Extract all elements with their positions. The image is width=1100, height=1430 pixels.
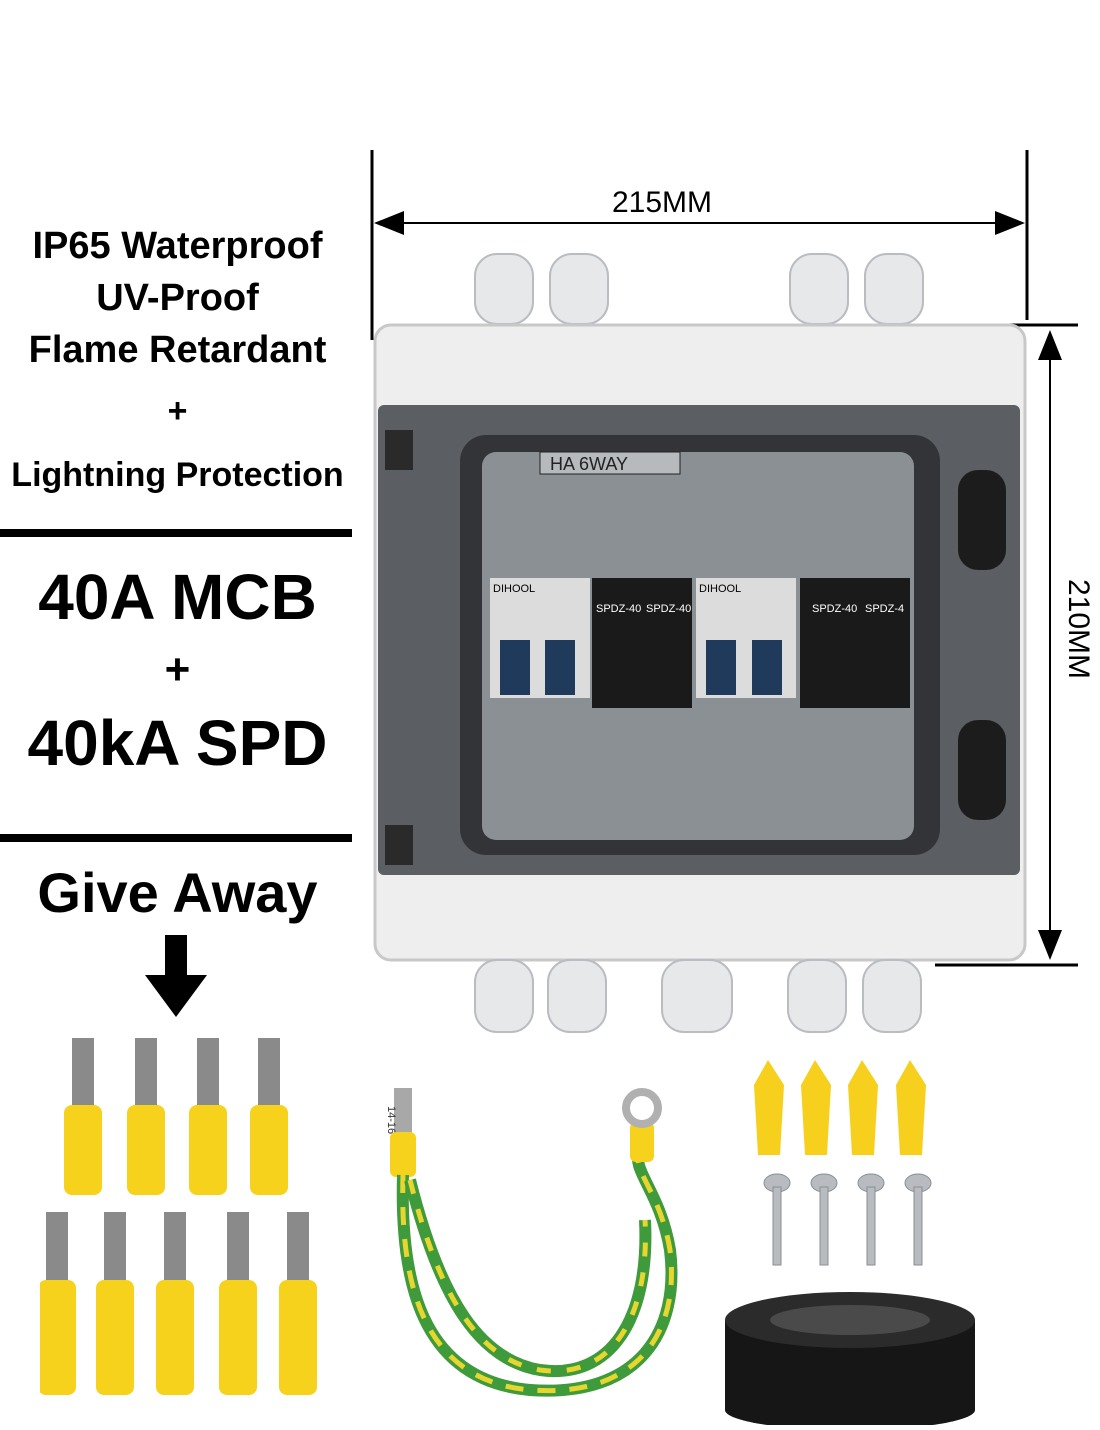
electrical-tape xyxy=(725,1292,975,1425)
feature-waterproof: IP65 Waterproof xyxy=(32,225,323,267)
mcb-left: DIHOOL xyxy=(490,578,590,698)
arrow-down-icon xyxy=(145,935,207,1017)
svg-text:SPDZ-40: SPDZ-40 xyxy=(812,603,857,615)
svg-text:SPDZ-40: SPDZ-40 xyxy=(596,603,641,615)
svg-text:SPDZ-4: SPDZ-4 xyxy=(865,603,904,615)
mcb-right: DIHOOL xyxy=(696,578,796,698)
ground-wire-tag: 14-16 xyxy=(385,1106,397,1134)
spec-spd: 40kA SPD xyxy=(27,707,328,779)
give-away-label: Give Away xyxy=(37,861,318,924)
divider-bottom xyxy=(0,834,352,842)
feature-flame-retardant: Flame Retardant xyxy=(28,329,327,371)
width-dimension-label: 215MM xyxy=(612,186,713,219)
feature-lightning-protection: Lightning Protection xyxy=(11,456,344,494)
height-dimension-label: 210MM xyxy=(1062,578,1096,680)
distribution-box-photo: HA 6WAY DIHOOL SPDZ-40 SPDZ-40 DIHOOL SP… xyxy=(373,253,1027,1033)
spec-plus: + xyxy=(164,645,191,694)
svg-text:DIHOOL: DIHOOL xyxy=(699,583,741,595)
svg-text:DIHOOL: DIHOOL xyxy=(493,583,535,595)
bottom-cable-glands xyxy=(474,959,922,1033)
feature-uv-proof: UV-Proof xyxy=(96,277,259,319)
spec-mcb: 40A MCB xyxy=(38,561,317,633)
feature-plus: + xyxy=(167,392,188,430)
spade-terminals xyxy=(40,1038,317,1395)
top-cable-glands xyxy=(474,253,924,325)
ground-wire: 14-16 xyxy=(385,1088,678,1397)
wall-plugs-and-screws xyxy=(754,1060,932,1266)
divider-top xyxy=(0,529,352,537)
svg-text:SPDZ-40: SPDZ-40 xyxy=(646,603,691,615)
spd-right: SPDZ-40 SPDZ-4 xyxy=(800,578,910,708)
box-label: HA 6WAY xyxy=(550,454,628,474)
spd-left: SPDZ-40 SPDZ-40 xyxy=(592,578,692,708)
